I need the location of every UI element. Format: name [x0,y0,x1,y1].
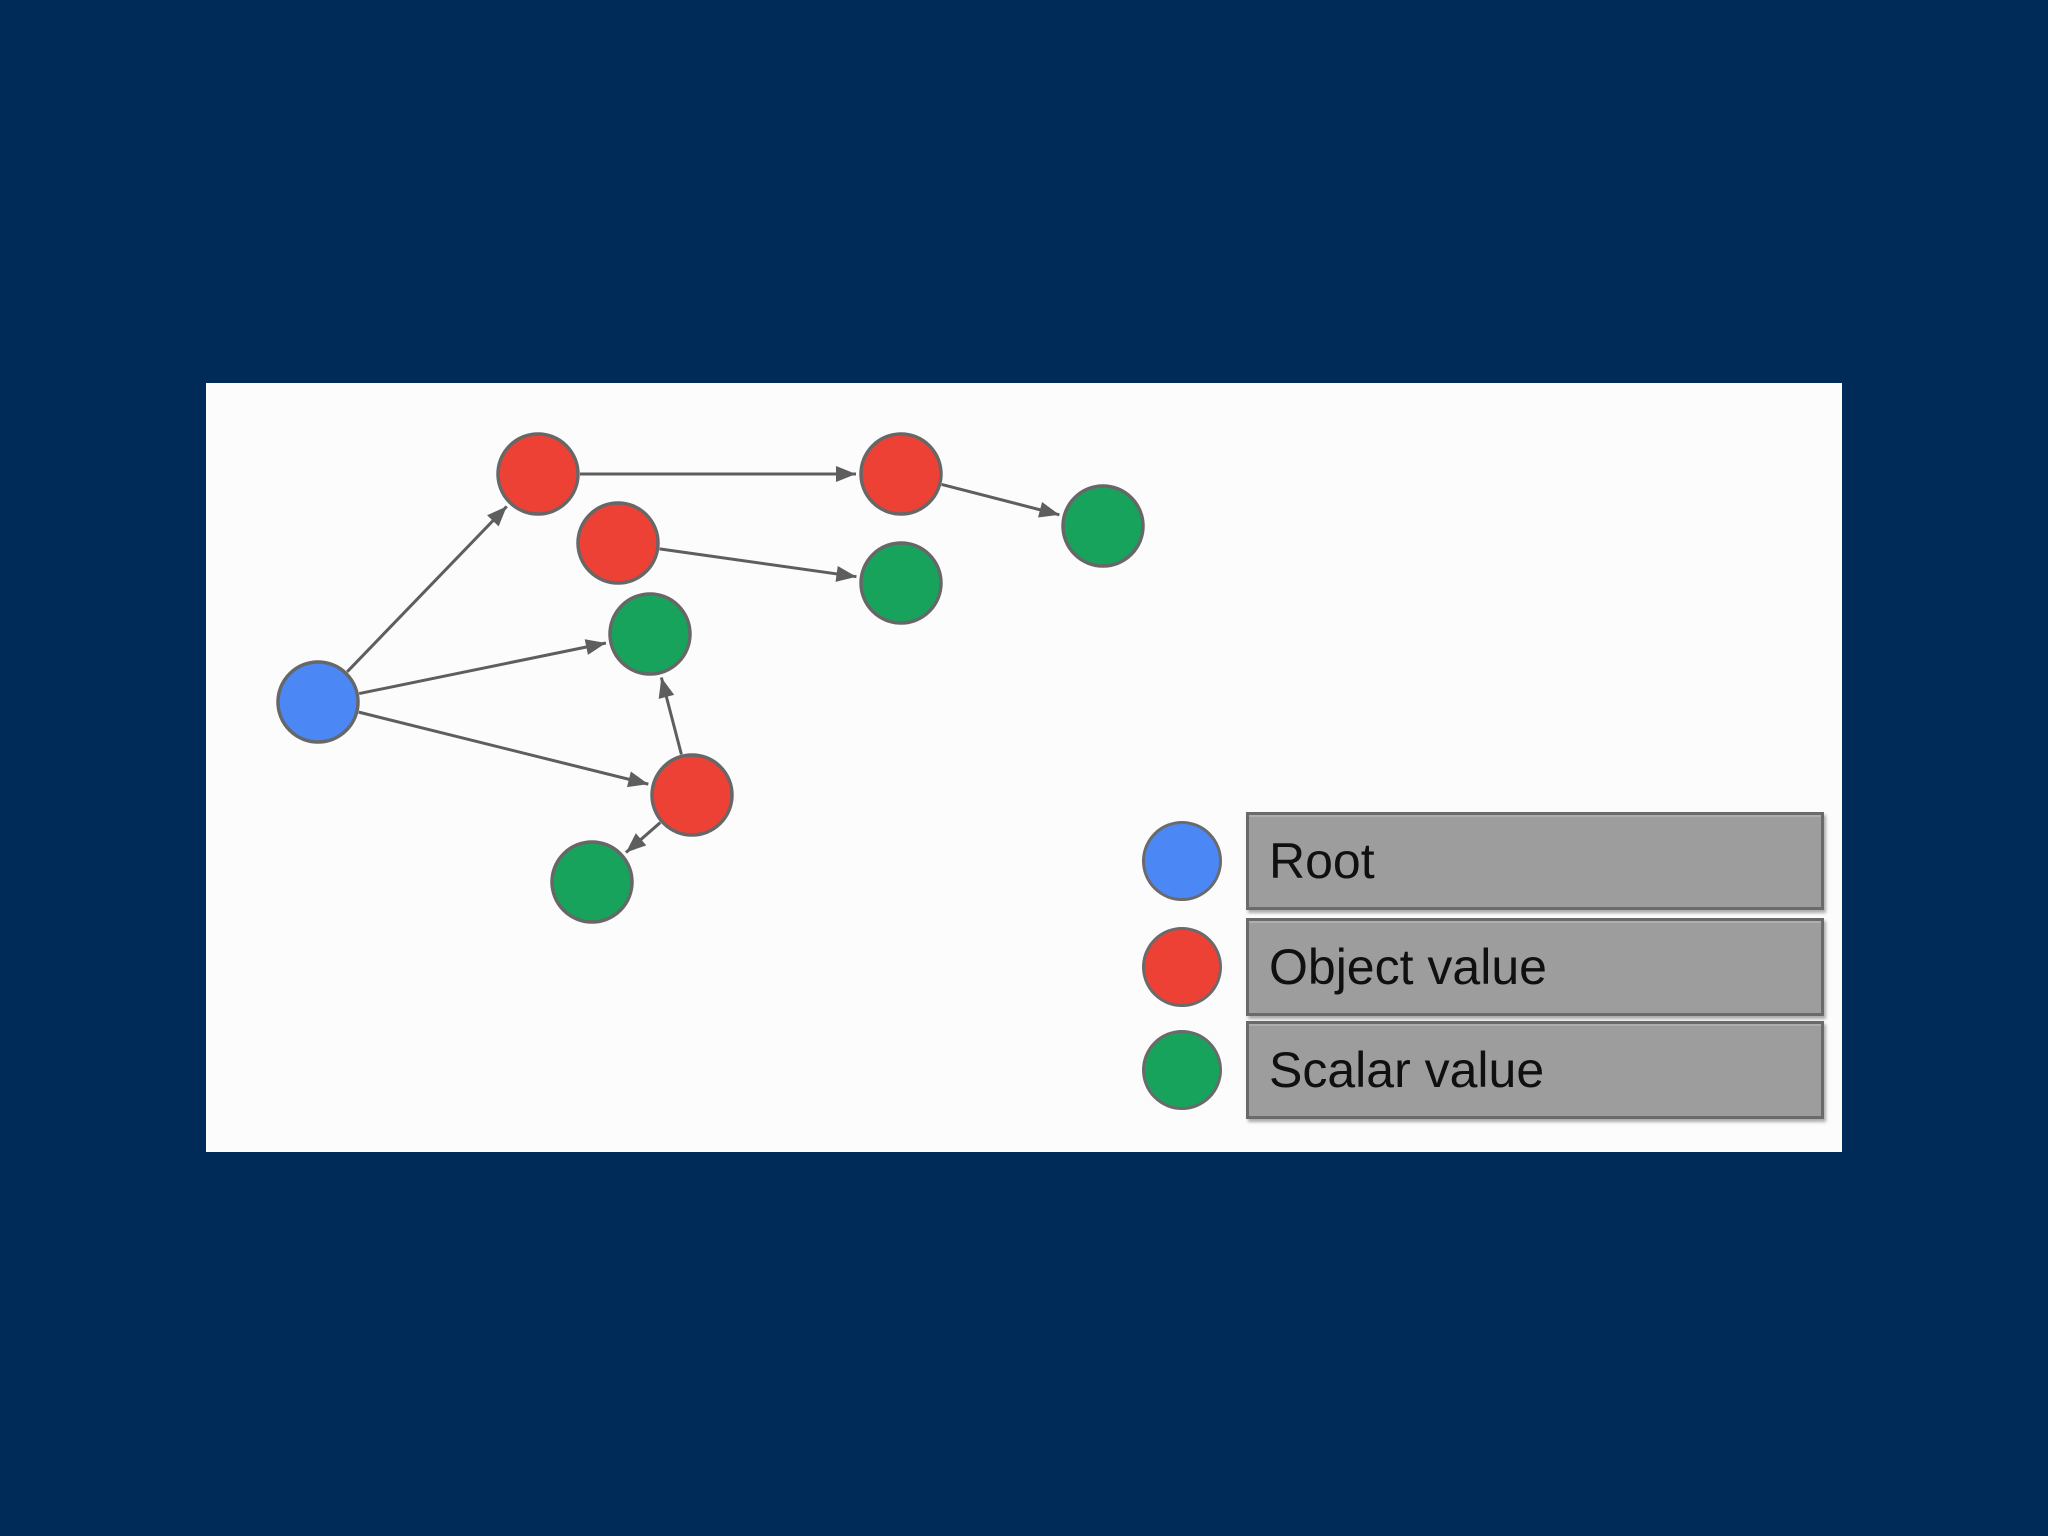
node-root [276,660,360,744]
legend-row-object-value: Object value [1142,918,1824,1016]
legend-row-scalar-value: Scalar value [1142,1021,1824,1119]
legend-box-scalar-value: Scalar value [1246,1021,1824,1119]
object-value-node-icon [1142,927,1222,1007]
legend-box-object-value: Object value [1246,918,1824,1016]
node-object-c [859,432,943,516]
edge-object-d-to-scalar-c [658,677,683,755]
legend-label-object-value: Object value [1269,939,1547,995]
legend-label-root: Root [1269,833,1375,889]
node-object-b [576,501,660,585]
root-node-icon [1142,821,1222,901]
edge-object-d-to-scalar-d [624,821,662,854]
scalar-value-node-icon [1142,1030,1222,1110]
edge-root-to-object-d [358,710,649,788]
node-object-a [496,432,580,516]
node-scalar-d [550,840,634,924]
legend-box-root: Root [1246,812,1824,910]
legend-row-root: Root [1142,812,1824,910]
edge-root-to-scalar-c [358,639,607,696]
diagram-panel: Root Object value Scalar value [206,383,1842,1152]
node-scalar-b [859,541,943,625]
node-object-d [650,753,734,837]
legend-label-scalar-value: Scalar value [1269,1042,1545,1098]
edge-root-to-object-a [346,505,508,673]
edge-object-c-to-scalar-a [941,483,1060,518]
node-scalar-c [608,592,692,676]
node-scalar-a [1061,484,1145,568]
graph-diagram [276,432,1145,924]
edge-object-b-to-scalar-b [659,547,857,582]
